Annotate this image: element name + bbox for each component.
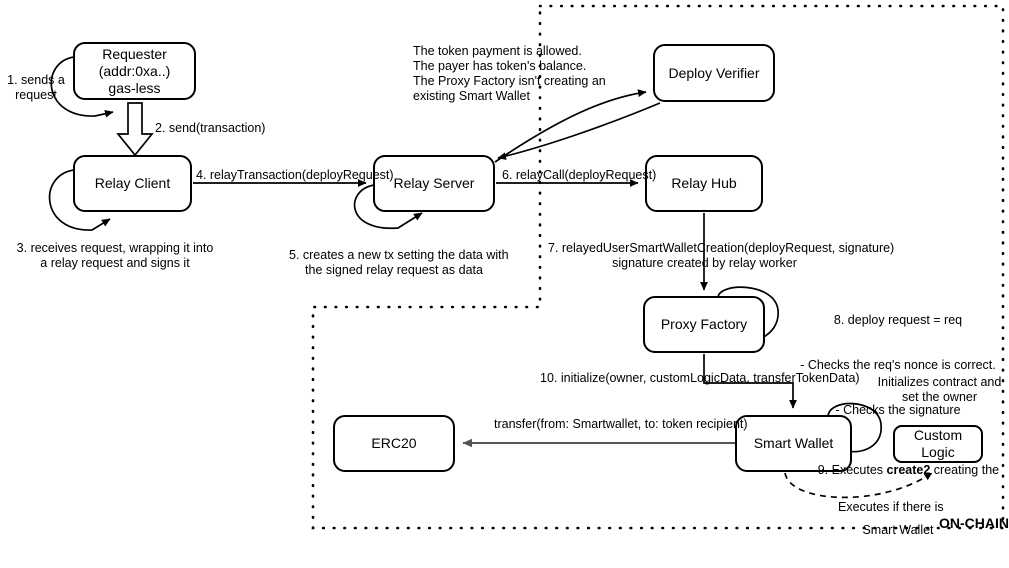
label-step8-9: 8. deploy request = req - Checks the req…: [790, 283, 1006, 568]
node-proxy-factory[interactable]: Proxy Factory: [643, 296, 765, 353]
label-initializes-contract: Initializes contract and set the owner: [877, 375, 1002, 404]
node-deploy-verifier[interactable]: Deploy Verifier: [653, 44, 775, 102]
node-relay-client-label: Relay Client: [94, 175, 171, 191]
node-relay-client[interactable]: Relay Client: [73, 155, 192, 212]
label-step7: 7. relayedUserSmartWalletCreation(deploy…: [548, 241, 895, 270]
node-relay-server-label: Relay Server: [393, 175, 475, 191]
arrow-step2-block: [116, 102, 154, 157]
label-step9-line4: 9. Executes create2 creating the: [790, 448, 1006, 493]
label-step9-create2: create2: [886, 463, 931, 477]
label-step9-line5: Smart Wallet: [862, 523, 934, 537]
diagram-canvas: Requester (addr:0xa..) gas-less Relay Cl…: [7, 4, 1009, 537]
node-relay-server[interactable]: Relay Server: [373, 155, 495, 212]
node-smart-wallet-label: Smart Wallet: [753, 435, 834, 451]
label-step10: 10. initialize(owner, customLogicData, t…: [540, 371, 860, 385]
label-step5: 5. creates a new tx setting the data wit…: [289, 248, 509, 277]
node-erc20-label: ERC20: [371, 435, 417, 451]
node-requester-label: Requester (addr:0xa..) gas-less: [98, 45, 171, 96]
label-step4: 4. relayTransaction(deployRequest): [196, 168, 394, 182]
label-step9-prefix: 9. Executes: [817, 463, 887, 477]
label-verifier-note: The token payment is allowed. The payer …: [413, 44, 606, 103]
label-step8-line2: - Checks the req's nonce is correct.: [800, 358, 996, 372]
label-step8-line3: - Checks the signature: [835, 403, 961, 417]
label-step2: 2. send(transaction): [155, 121, 266, 135]
node-proxy-factory-label: Proxy Factory: [660, 316, 748, 332]
node-custom-logic[interactable]: Custom Logic: [893, 425, 983, 463]
label-executes-if-there-is: Executes if there is: [838, 500, 944, 514]
node-erc20[interactable]: ERC20: [333, 415, 455, 472]
arrow-verifier-to-server: [497, 102, 661, 160]
node-requester[interactable]: Requester (addr:0xa..) gas-less: [73, 42, 196, 100]
label-step9-suffix: creating the: [930, 463, 1000, 477]
label-step1: 1. sends a request: [7, 73, 65, 102]
label-step8-line1: 8. deploy request = req: [833, 313, 963, 327]
label-onchain: ON-CHAIN: [939, 515, 1009, 531]
node-deploy-verifier-label: Deploy Verifier: [668, 64, 760, 81]
label-transfer: transfer(from: Smartwallet, to: token re…: [494, 417, 748, 431]
label-step6: 6. relayCall(deployRequest): [502, 168, 657, 182]
node-smart-wallet[interactable]: Smart Wallet: [735, 415, 852, 472]
node-relay-hub[interactable]: Relay Hub: [645, 155, 763, 212]
node-custom-logic-label: Custom Logic: [913, 427, 963, 460]
label-step3: 3. receives request, wrapping it into a …: [16, 241, 214, 270]
node-relay-hub-label: Relay Hub: [671, 175, 737, 191]
